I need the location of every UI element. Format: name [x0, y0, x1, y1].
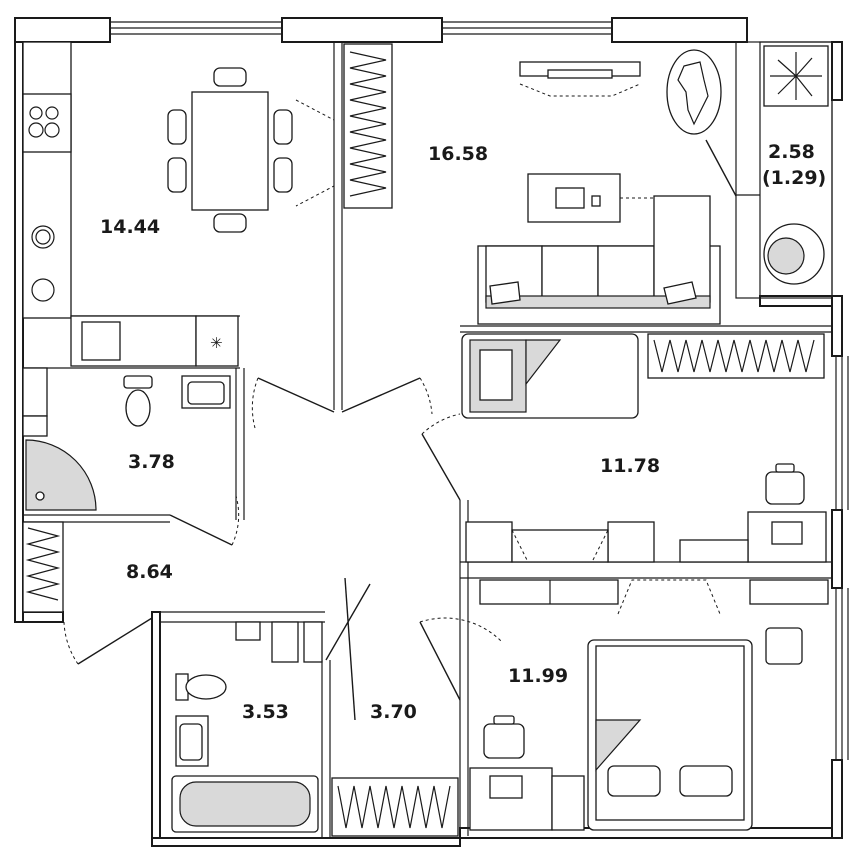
rug-icon [666, 49, 722, 135]
room-area-sublabel: (1.29) [762, 167, 826, 189]
outer-walls [14, 17, 849, 847]
bedroom-2: 11.99 [469, 579, 829, 831]
toilet-icon [175, 673, 227, 701]
kitchen-area: ✳ 14.44 [22, 41, 335, 367]
washing-machine-icon [765, 463, 805, 505]
wardrobe-icon [647, 333, 825, 379]
room-area-label: 8.64 [126, 561, 173, 583]
wardrobe-icon [343, 43, 393, 209]
balcony: 2.58 (1.29) [705, 45, 829, 285]
shower-icon [25, 439, 97, 511]
living-room: 16.58 [343, 43, 722, 325]
bathroom-1: 3.78 [22, 367, 231, 511]
sink-icon [175, 715, 209, 767]
doors [63, 377, 503, 721]
bathroom-2: 3.53 [171, 621, 323, 833]
corridor: 3.70 [331, 701, 459, 837]
room-area-label: 3.70 [370, 701, 417, 723]
washing-machine-icon [483, 715, 525, 759]
bathtub-icon [171, 775, 319, 833]
room-area-label: 11.99 [508, 665, 568, 687]
dining-table-icon [167, 67, 293, 233]
bed-icon [461, 333, 639, 419]
bed-icon [587, 639, 753, 831]
armchair-icon [763, 223, 825, 285]
bedroom-1: 11.78 [461, 333, 827, 563]
tv-icon [519, 61, 641, 97]
hallway: 8.64 [22, 521, 173, 613]
room-area-label: 3.53 [242, 701, 289, 723]
svg-text:✳: ✳ [210, 334, 223, 352]
wardrobe-icon [331, 777, 459, 837]
desk-icon [527, 173, 621, 223]
plant-icon [763, 45, 829, 107]
room-area-label: 11.78 [600, 455, 660, 477]
room-area-label: 2.58 [768, 141, 815, 163]
toilet-icon [123, 375, 153, 427]
room-area-label: 16.58 [428, 143, 488, 165]
room-area-label: 14.44 [100, 216, 160, 238]
room-area-label: 3.78 [128, 451, 175, 473]
sofa-icon [477, 195, 721, 325]
sink-icon [181, 375, 231, 409]
